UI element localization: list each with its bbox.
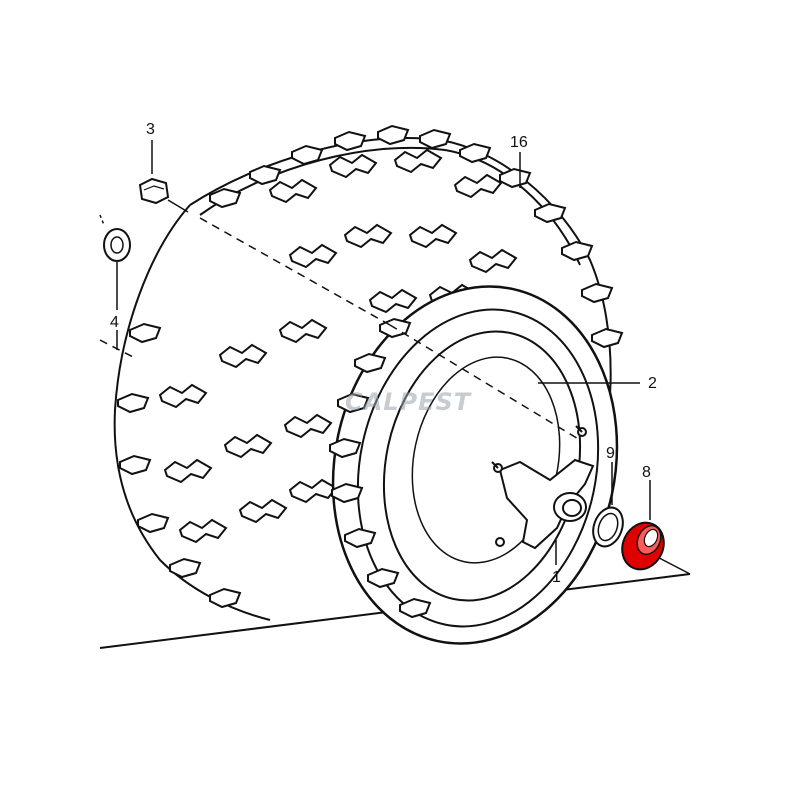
callout-8: 8 <box>642 464 651 481</box>
callout-3: 3 <box>146 121 155 138</box>
washer-part <box>99 214 131 262</box>
oil-seal-part-highlighted <box>621 521 665 571</box>
o-ring-part <box>592 506 624 548</box>
callout-2: 2 <box>648 375 657 392</box>
watermark: CALPEST <box>345 388 472 416</box>
wheel-hub-part <box>491 425 595 550</box>
callout-16: 16 <box>510 134 528 151</box>
lug-nut-part <box>138 177 189 213</box>
callout-1: 1 <box>552 569 561 586</box>
callout-4: 4 <box>110 314 119 331</box>
callout-9: 9 <box>606 445 615 462</box>
leader-lines <box>116 140 651 565</box>
callout-labels: 3 16 4 2 9 8 1 <box>110 121 657 586</box>
